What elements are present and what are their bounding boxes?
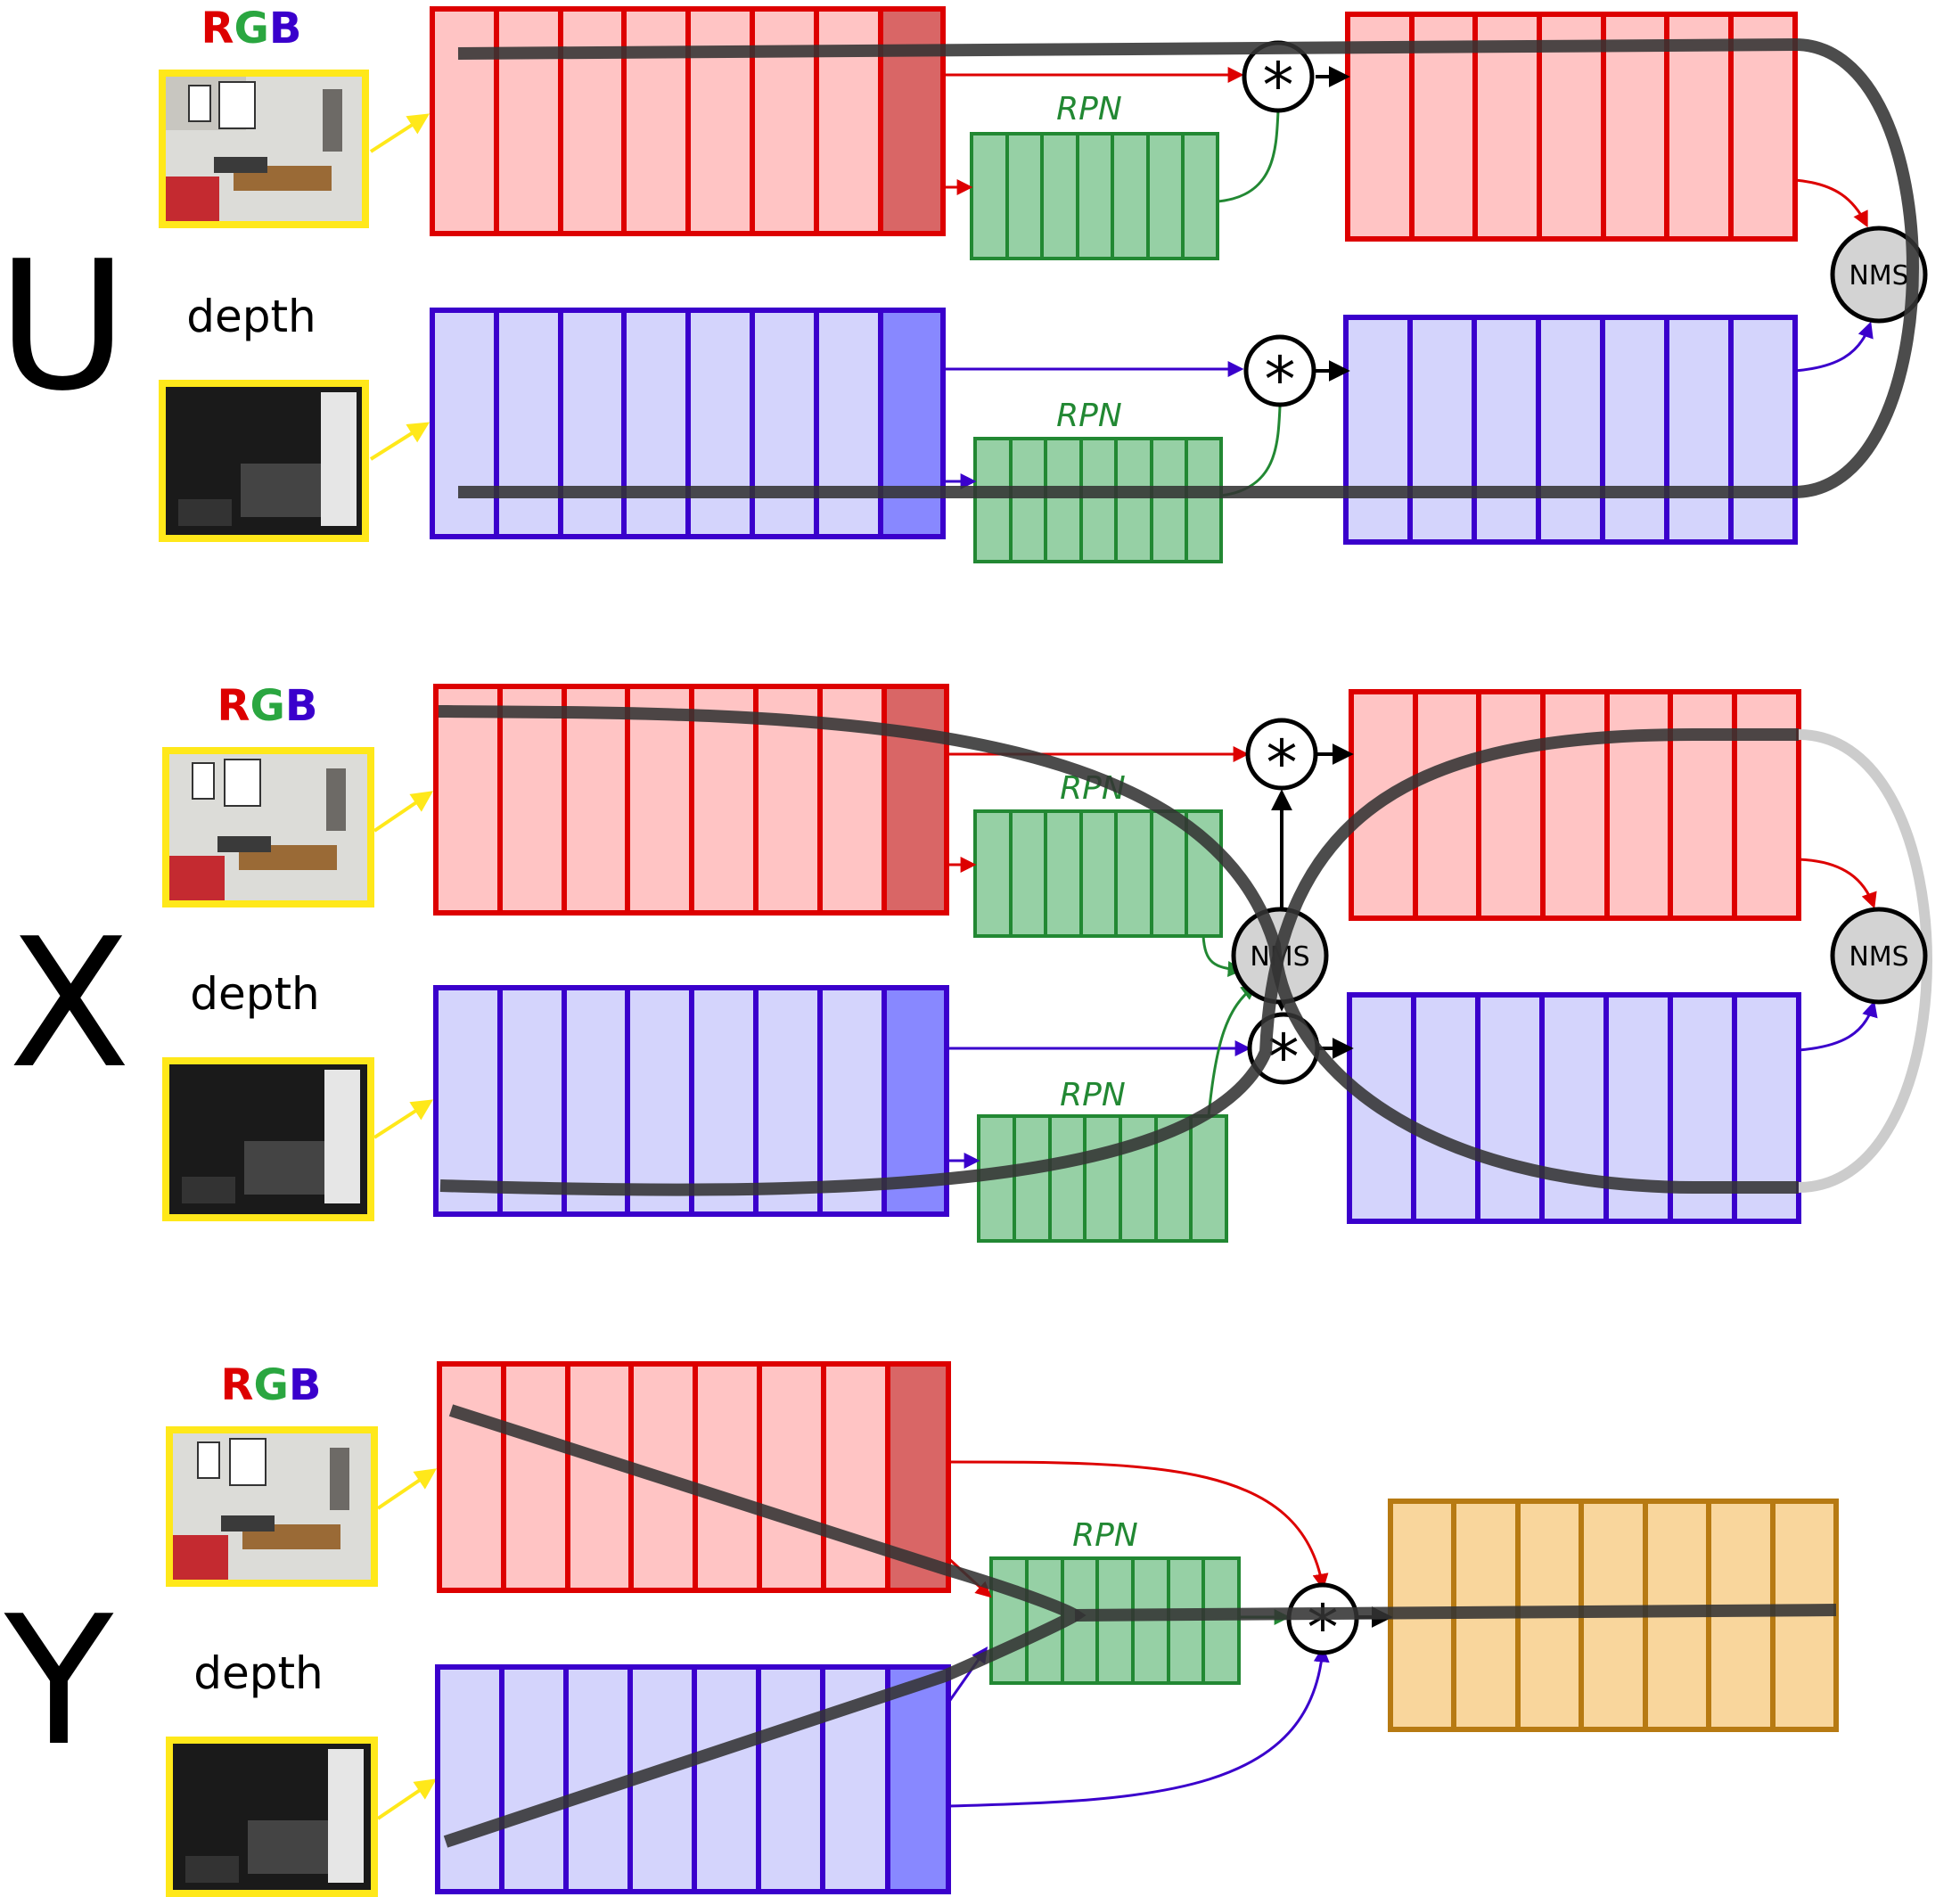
panel-letters: U X Y: [0, 223, 131, 1786]
rpn-block-depth: [973, 437, 1223, 563]
depth-label: depth: [193, 1647, 324, 1699]
nms-node: NMS: [1830, 226, 1928, 324]
panel-x: RGB depth: [162, 681, 1932, 1243]
nms-node: NMS: [1830, 907, 1928, 1005]
multiply-node: *: [1243, 334, 1316, 416]
rpn-block-rgb: [970, 132, 1219, 260]
depth-map-icon: [162, 1057, 374, 1221]
multiply-node: *: [1242, 40, 1315, 122]
rpn-label: RPN: [1060, 1077, 1126, 1113]
rgb-photo-icon: [162, 747, 374, 907]
rpn-label: RPN: [1056, 398, 1122, 434]
rgb-photo-icon: [159, 70, 369, 228]
multiply-node: *: [1245, 718, 1318, 800]
depth-head: [1343, 315, 1798, 545]
panel-letter-x: X: [8, 900, 130, 1108]
depth-map-icon: [166, 1737, 378, 1897]
depth-map-icon: [159, 380, 369, 542]
panel-y: RGB depth: [166, 1360, 1839, 1897]
panel-letter-y: Y: [4, 1578, 114, 1786]
svg-text:*: *: [1265, 343, 1296, 416]
svg-text:*: *: [1263, 49, 1294, 122]
panel-letter-u: U: [0, 223, 127, 431]
svg-text:*: *: [1308, 1591, 1339, 1664]
rgb-head: [1349, 689, 1801, 921]
multiply-node: *: [1286, 1582, 1359, 1664]
depth-backbone: [430, 308, 946, 539]
rgb-label: RGB: [201, 4, 302, 53]
panel-u: RGB depth: [159, 4, 1928, 563]
rpn-block-depth: [977, 1114, 1228, 1243]
depth-label: depth: [190, 968, 320, 1020]
gradient-path: [439, 728, 1799, 1196]
rgb-label: RGB: [221, 1360, 322, 1410]
svg-text:*: *: [1267, 727, 1298, 800]
rpn-label: RPN: [1072, 1517, 1138, 1554]
rgb-backbone: [437, 1361, 951, 1593]
svg-text:*: *: [1268, 1021, 1300, 1094]
svg-text:NMS: NMS: [1849, 941, 1908, 973]
depth-label: depth: [186, 291, 316, 342]
gradient-path: [457, 37, 1919, 498]
rgb-label: RGB: [217, 681, 318, 731]
svg-text:NMS: NMS: [1849, 260, 1908, 292]
gradient-path: [438, 705, 1799, 1194]
rpn-block-rgb: [973, 809, 1223, 938]
gradient-path: [1074, 1604, 1837, 1622]
depth-backbone: [435, 1664, 951, 1894]
rpn-label: RPN: [1056, 91, 1122, 127]
rgb-photo-icon: [166, 1426, 378, 1587]
rgb-backbone: [430, 6, 946, 236]
